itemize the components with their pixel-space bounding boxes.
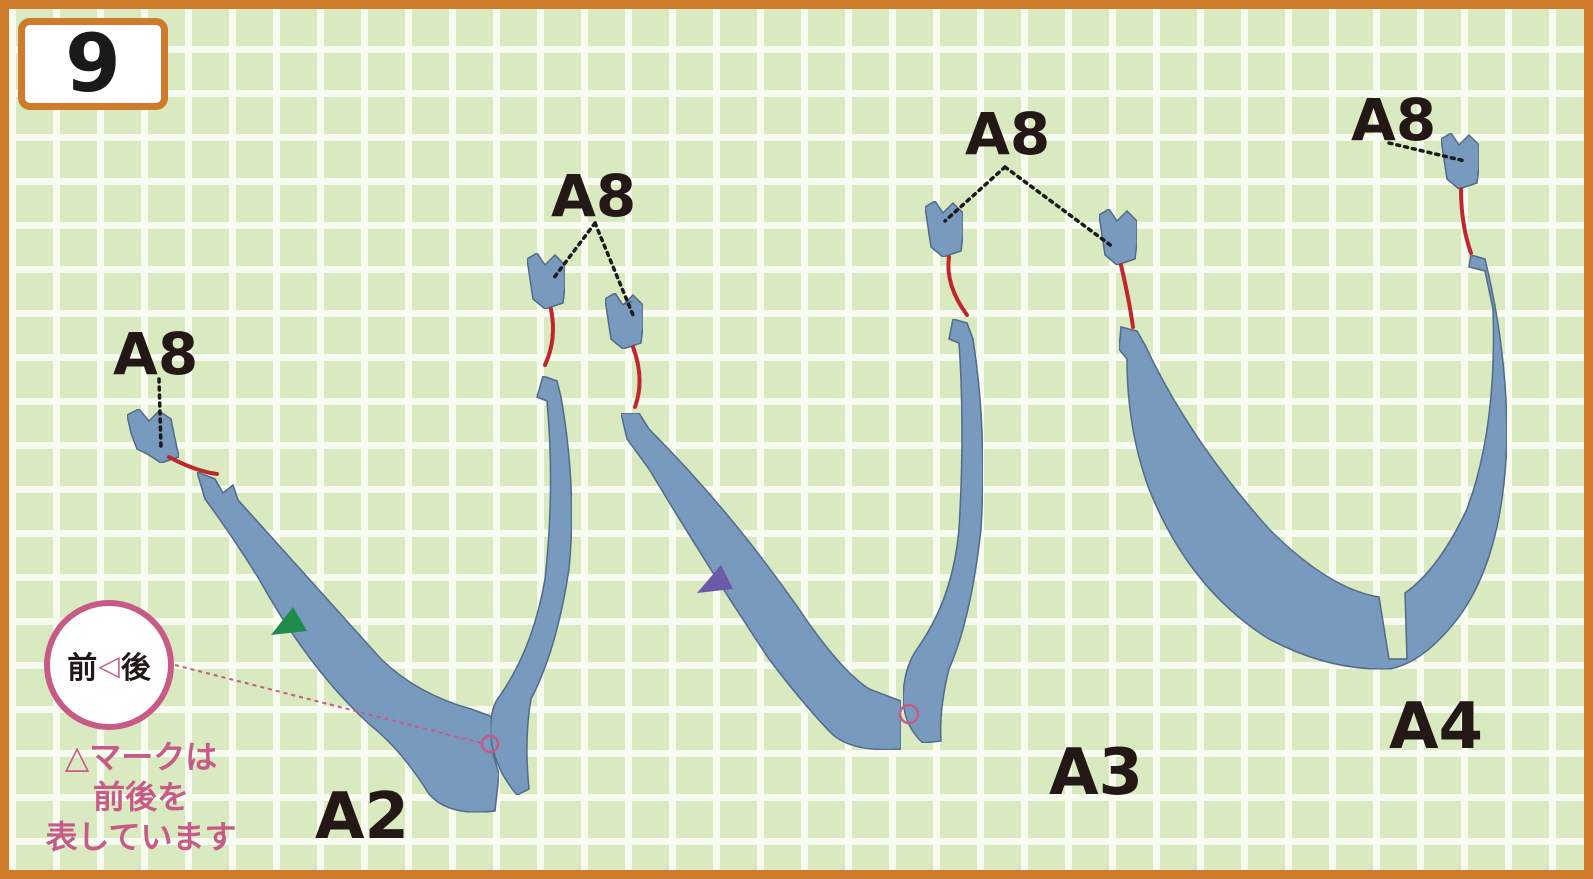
note-caption-line-3: 表しています [45,818,237,856]
a4-a8-front [1098,207,1138,266]
part-a4 [1098,131,1508,670]
label-a8-a2-rear: A8 [551,162,637,230]
a2-a8-rear-1 [526,251,566,310]
part-a2 [126,251,644,813]
parts-illustration [126,131,1508,813]
label-a8-a4-rear: A8 [1351,86,1437,154]
a2-a8-front [126,408,180,464]
a4-frame-shape [1118,254,1508,670]
a2-hinge-mark [480,734,500,754]
note-caption: △マークは 前後を 表しています [23,737,259,857]
a4-wire-rear [1459,187,1473,255]
a3-hinge-mark [898,703,920,725]
note-front-text: 前 [67,651,98,686]
label-a8-a3-a4: A8 [965,100,1051,168]
a3-rear-arm [902,318,984,744]
a2-a8-rear-2 [604,291,644,350]
a8-leader-lines [157,141,1467,451]
a3-frame-shape [620,412,902,751]
direction-triangle-icon: ◁ [98,648,120,682]
note-caption-line-2: 前後を [92,778,189,816]
step-number-badge: 9 [18,18,168,110]
a3-a8-rear [924,199,964,258]
label-a8-a2-front: A8 [113,320,199,388]
label-a2: A2 [315,780,410,854]
a3-wire-rear [946,255,969,317]
part-a3 [620,199,984,751]
a2-wire-front [167,455,219,476]
note-caption-line-1: △マークは [64,738,218,776]
front-marker-purple [697,565,733,593]
note-leader-line [174,664,486,745]
a3-wire-front [631,345,642,409]
a2-wire-rear [543,307,555,367]
front-marker-green [271,607,307,635]
note-back-text: 後 [120,651,151,686]
a4-wire-front [1119,263,1135,329]
a2-frame-shape [195,470,500,813]
front-back-note-circle: 前 ◁ 後 [44,600,174,730]
label-a4: A4 [1389,690,1484,764]
label-a3: A3 [1049,736,1144,810]
a2-rear-arm [489,375,573,796]
